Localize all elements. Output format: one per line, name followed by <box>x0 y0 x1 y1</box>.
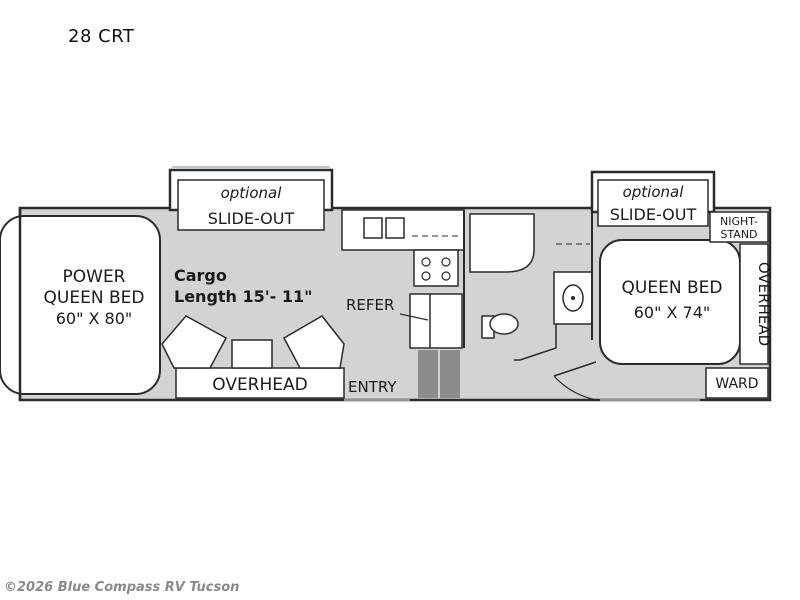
slide-out-front-label: SLIDE-OUT <box>208 209 295 228</box>
entry-step-2 <box>440 350 460 398</box>
refer-label: REFER <box>346 296 394 314</box>
overhead-front-label: OVERHEAD <box>212 375 308 395</box>
burner-1 <box>421 257 431 267</box>
shower <box>469 213 535 273</box>
toilet-bowl <box>489 313 519 335</box>
overhead-rear-label: OVERHEAD <box>755 262 773 346</box>
model-title: 28 CRT <box>68 26 135 47</box>
nightstand-label-line1: NIGHT- <box>720 215 758 228</box>
wardrobe-label: WARD <box>715 376 758 392</box>
refrigerator <box>409 293 463 349</box>
wardrobe <box>705 367 769 399</box>
bedroom-door <box>553 361 597 377</box>
side-table <box>231 339 273 369</box>
slide-out-rear-label: SLIDE-OUT <box>610 205 697 224</box>
kitchen-sink-right <box>385 217 405 239</box>
refer-pointer <box>399 313 429 321</box>
power-queen-bed <box>0 215 161 395</box>
cargo-length-label: Length 15'- 11" <box>174 287 312 306</box>
power-bed-label-line1: POWER <box>63 267 126 287</box>
burner-4 <box>441 271 451 281</box>
entry-label: ENTRY <box>348 378 397 396</box>
power-bed-label-line2: QUEEN BED <box>44 288 145 308</box>
slide-out-rear-optional: optional <box>623 183 685 201</box>
nightstand-label-line2: STAND <box>720 228 757 241</box>
chair-right <box>282 315 345 369</box>
nightstand <box>709 211 769 243</box>
queen-bed-label: QUEEN BED <box>622 278 723 298</box>
burner-3 <box>421 271 431 281</box>
kitchen-counter <box>341 209 465 251</box>
entry-step-1 <box>418 350 438 398</box>
queen-bed <box>599 239 741 365</box>
cargo-label: Cargo <box>174 266 227 285</box>
stove <box>413 249 459 287</box>
power-bed-dimensions: 60" X 80" <box>56 309 133 328</box>
overhead-cabinet-front <box>175 367 345 399</box>
chair-left <box>161 315 228 369</box>
vanity-drain <box>571 296 575 300</box>
slide-out-front-floor <box>177 179 325 231</box>
slide-out-front-optional: optional <box>221 184 283 202</box>
kitchen-sink-left <box>363 217 383 239</box>
slide-out-rear-floor <box>597 179 709 227</box>
overhead-cabinet-rear <box>739 243 769 365</box>
burner-2 <box>441 257 451 267</box>
bedroom-door-swing <box>553 375 597 401</box>
watermark: ©2026 Blue Compass RV Tucson <box>4 580 240 595</box>
queen-bed-dimensions: 60" X 74" <box>634 303 711 322</box>
